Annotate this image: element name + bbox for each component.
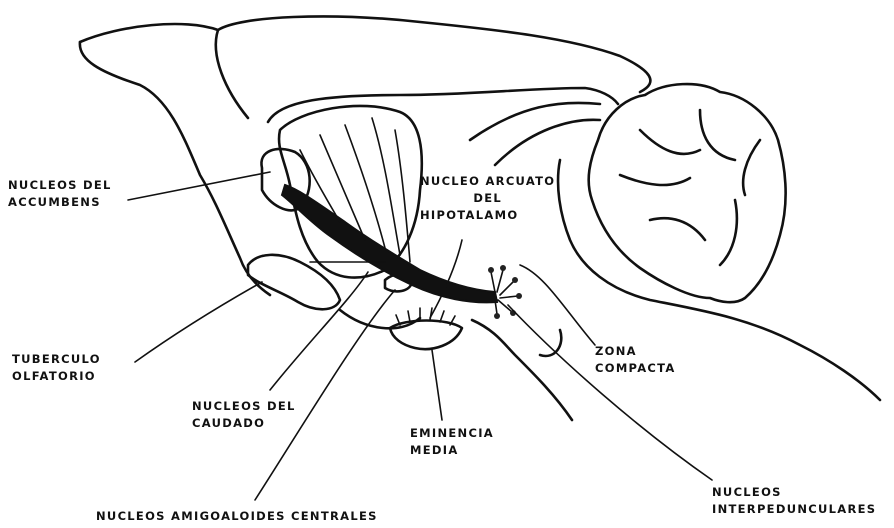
terminal-dot (488, 267, 494, 273)
label-zona-compacta: ZONA COMPACTA (595, 343, 676, 377)
hippocampus-curve (495, 120, 600, 165)
terminal-dot (500, 265, 506, 271)
terminal-dot (516, 293, 522, 299)
leader-amigdaloides (255, 290, 395, 500)
frontal-curve (216, 30, 248, 118)
label-amigdaloides: NUCLEOS AMIGOALOIDES CENTRALES (96, 508, 378, 525)
median-eminence (390, 321, 462, 350)
leader-zona (520, 265, 595, 345)
terminal-dot (512, 277, 518, 283)
ventral-outline (340, 310, 572, 420)
terminal-arbor (491, 270, 518, 314)
label-caudado: NUCLEOS DEL CAUDADO (192, 398, 296, 432)
cerebellum-outline (589, 84, 786, 302)
cortex-outline (80, 16, 650, 92)
label-eminencia-media: EMINENCIA MEDIA (410, 425, 494, 459)
label-tuberculo-olfatorio: TUBERCULO OLFATORIO (12, 351, 101, 385)
terminal-dot (494, 313, 500, 319)
leader-tuberculo (135, 282, 262, 362)
label-interpedunculares: NUCLEOS INTERPEDUNCULARES (712, 484, 876, 518)
leader-caudado (270, 272, 368, 390)
leader-accumbens (128, 172, 270, 200)
leader-interpedunculares (508, 305, 712, 480)
cerebellum-folia (620, 110, 760, 265)
label-nucleo-arcuato: NUCLEO ARCUATO DEL HIPOTALAMO (420, 173, 555, 224)
olfactory-bulb-outline (80, 42, 270, 295)
callosum-outline (268, 88, 618, 122)
leader-eminencia (432, 350, 442, 420)
label-accumbens: NUCLEOS DEL ACCUMBENS (8, 177, 112, 211)
